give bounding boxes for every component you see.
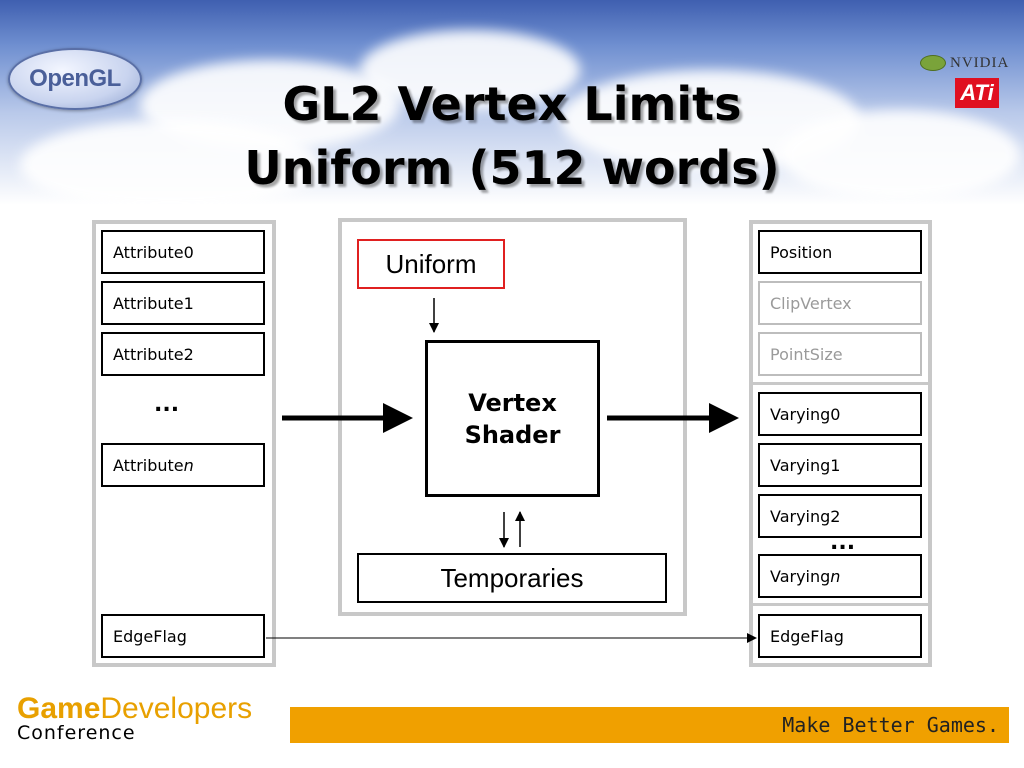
- pointsize-label: PointSize: [770, 344, 843, 364]
- varying1-box: Varying1: [758, 443, 922, 487]
- output-edgeflag-label: EdgeFlag: [770, 626, 844, 646]
- vertex-shader-box: Vertex Shader: [425, 340, 600, 497]
- attribute-ellipsis: ...: [154, 392, 180, 417]
- attribute2-label: Attribute2: [113, 344, 194, 364]
- ati-logo-text: ATi: [960, 80, 994, 105]
- output-separator-bottom: [752, 603, 929, 606]
- nvidia-eye-icon: [920, 55, 946, 71]
- temporaries-box: Temporaries: [357, 553, 667, 603]
- varying-n-suffix: n: [830, 566, 841, 586]
- attribute-n-prefix: Attribute: [113, 455, 184, 475]
- gdc-game-text: Game: [17, 692, 101, 725]
- varying-ellipsis: ...: [830, 530, 856, 555]
- attribute0-box: Attribute0: [101, 230, 265, 274]
- temporaries-label: Temporaries: [440, 562, 584, 593]
- vertex-shader-line1: Vertex: [468, 388, 557, 417]
- footer-tagline: Make Better Games.: [782, 713, 999, 737]
- uniform-box: Uniform: [357, 239, 505, 289]
- gdc-logo: GameDevelopers Conference: [17, 692, 252, 744]
- uniform-label: Uniform: [385, 248, 477, 279]
- attribute1-label: Attribute1: [113, 293, 194, 313]
- opengl-logo-text: OpenGL: [29, 65, 121, 92]
- nvidia-logo-text: NVIDIA: [950, 54, 1010, 71]
- opengl-logo: OpenGL: [8, 48, 142, 110]
- clipvertex-label: ClipVertex: [770, 293, 852, 313]
- attribute1-box: Attribute1: [101, 281, 265, 325]
- output-separator-top: [752, 382, 929, 385]
- gdc-developers-text: Developers: [100, 692, 253, 725]
- input-edgeflag-label: EdgeFlag: [113, 626, 187, 646]
- slide-title-line1: GL2 Vertex Limits: [282, 77, 742, 131]
- output-edgeflag-box: EdgeFlag: [758, 614, 922, 658]
- attribute-n-suffix: n: [183, 455, 194, 475]
- slide-title-line2: Uniform (512 words): [244, 141, 780, 195]
- clipvertex-box: ClipVertex: [758, 281, 922, 325]
- pointsize-box: PointSize: [758, 332, 922, 376]
- footer-tagline-bar: Make Better Games.: [290, 707, 1009, 743]
- attribute0-label: Attribute0: [113, 242, 194, 262]
- position-label: Position: [770, 242, 833, 262]
- attribute2-box: Attribute2: [101, 332, 265, 376]
- input-edgeflag-box: EdgeFlag: [101, 614, 265, 658]
- varying-n-prefix: Varying: [770, 566, 831, 586]
- ati-logo: ATi: [955, 78, 999, 108]
- varying1-label: Varying1: [770, 455, 841, 475]
- varying0-box: Varying0: [758, 392, 922, 436]
- varying2-box: Varying2: [758, 494, 922, 538]
- position-box: Position: [758, 230, 922, 274]
- sky-background: [0, 0, 1024, 205]
- varying2-label: Varying2: [770, 506, 841, 526]
- varying0-label: Varying0: [770, 404, 841, 424]
- nvidia-logo: NVIDIA: [920, 52, 1009, 74]
- vertex-shader-line2: Shader: [464, 420, 561, 449]
- gdc-conference-text: Conference: [17, 722, 136, 744]
